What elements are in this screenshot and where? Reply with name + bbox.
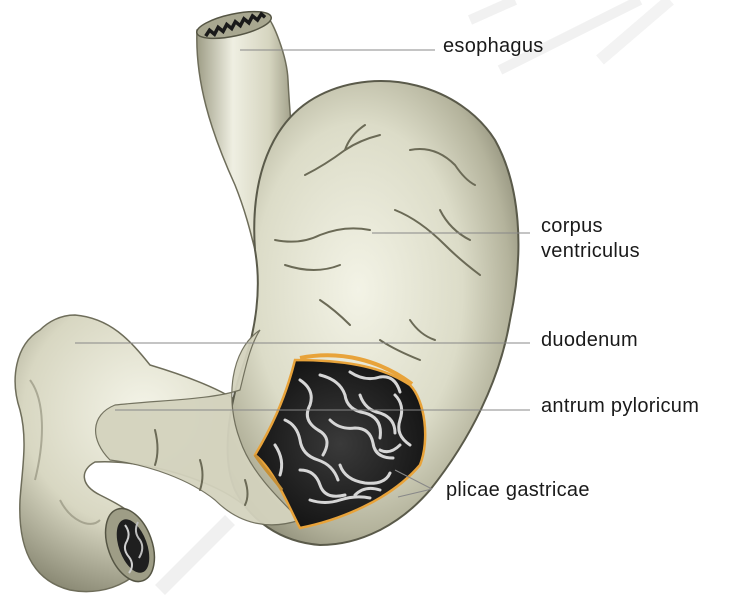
label-antrum-pyloricum: antrum pyloricum (541, 395, 699, 418)
label-esophagus: esophagus (443, 35, 544, 58)
label-ventriculus: ventriculus (541, 240, 640, 263)
label-plicae-gastricae: plicae gastricae (446, 479, 590, 502)
label-corpus: corpus (541, 215, 603, 238)
label-duodenum: duodenum (541, 329, 638, 352)
